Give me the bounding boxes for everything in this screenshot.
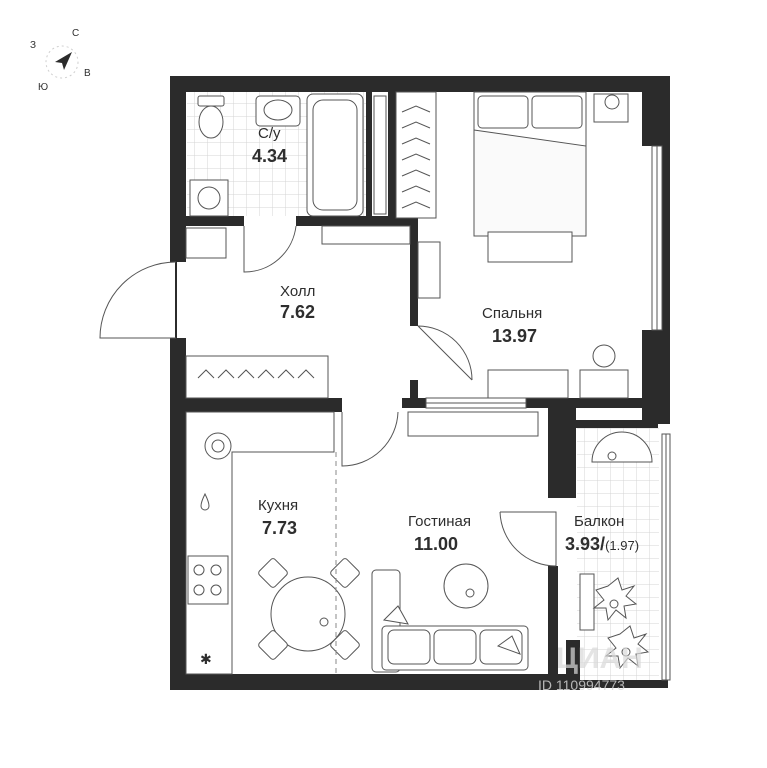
compass-east: В xyxy=(84,68,91,79)
compass-south: Ю xyxy=(38,82,48,93)
bathroom-door xyxy=(243,225,297,273)
hall-name: Холл xyxy=(280,283,315,300)
water-drop-icon xyxy=(200,492,210,511)
compass-arrow-icon xyxy=(55,52,72,70)
ventilation-icon: ✱ xyxy=(200,651,212,667)
balcony-area-separator: / xyxy=(600,534,605,554)
toilet-tank xyxy=(197,95,225,107)
bathroom-name: С/у xyxy=(258,125,281,142)
washing-machine-icon xyxy=(189,179,229,217)
compass: С В Ю З xyxy=(30,28,91,93)
compass-north: С xyxy=(72,28,79,39)
dining-chair xyxy=(258,558,288,588)
sink-icon xyxy=(263,99,293,121)
wardrobe-hangers xyxy=(401,105,431,209)
watermark-brand: ЦИАН xyxy=(556,642,643,675)
living-area: 11.00 xyxy=(414,534,458,554)
room-labels: С/у 4.34 Холл 7.62 Спальня 13.97 Кухня 7… xyxy=(252,125,639,554)
balcony-reduced-area: (1.97) xyxy=(605,538,639,553)
bathroom-shelf xyxy=(373,95,387,215)
dining-chair xyxy=(330,630,360,660)
entry-door xyxy=(99,261,177,339)
balcony-radiator xyxy=(579,573,595,631)
hall-cabinet xyxy=(185,227,227,259)
bedroom-desk xyxy=(487,369,569,399)
sofa-cushion xyxy=(496,635,521,655)
hall-shelf xyxy=(321,225,411,245)
dining-chair xyxy=(258,630,288,660)
balcony-area: 3.93 xyxy=(565,534,600,554)
bedroom-name: Спальня xyxy=(482,305,542,322)
toilet-icon xyxy=(198,105,224,139)
kitchen-area: 7.73 xyxy=(262,518,297,538)
compass-west: З xyxy=(30,40,36,51)
walls xyxy=(170,76,670,690)
windows xyxy=(425,145,671,681)
plant-icon xyxy=(592,577,638,622)
bedroom-stool-icon xyxy=(592,344,616,368)
plant-icon xyxy=(604,625,650,670)
balcony-area-line: 3.93/(1.97) xyxy=(565,534,639,554)
bedroom-furniture xyxy=(395,91,629,399)
bathroom-area: 4.34 xyxy=(252,146,287,166)
bedroom-vanity xyxy=(579,369,629,399)
living-furniture xyxy=(371,411,539,673)
kitchen-furniture xyxy=(185,411,360,675)
bedroom-door xyxy=(417,325,473,381)
hall-area: 7.62 xyxy=(280,302,315,322)
bedroom-wardrobe xyxy=(395,91,437,219)
sofa-cushion xyxy=(382,605,409,625)
bed-pillow-left xyxy=(477,95,529,129)
hall-furniture xyxy=(185,225,411,399)
balcony-table-icon xyxy=(591,431,653,463)
watermark: ЦИАН ID 110994773 xyxy=(538,642,643,693)
living-name: Гостиная xyxy=(408,513,471,530)
living-tv-stand xyxy=(407,411,539,437)
kitchen-name: Кухня xyxy=(258,497,298,514)
bed-pillow-right xyxy=(531,95,583,129)
balcony-name: Балкон xyxy=(574,513,624,530)
kitchen-counter xyxy=(185,411,335,675)
bedroom-area: 13.97 xyxy=(492,326,537,346)
compass-ring xyxy=(45,45,79,79)
dining-table-icon xyxy=(270,576,346,652)
doors xyxy=(99,225,557,567)
balcony-furniture xyxy=(579,431,653,631)
bedroom-tv-stand xyxy=(417,241,441,299)
balcony-door xyxy=(499,511,557,567)
bed-bench xyxy=(487,231,573,263)
bathroom-fixtures xyxy=(189,93,387,217)
stove-icon xyxy=(187,555,229,605)
dining-chair xyxy=(330,558,360,588)
coffee-table-icon xyxy=(443,563,489,609)
hall-wardrobe xyxy=(185,355,329,399)
watermark-id: ID 110994773 xyxy=(538,677,625,693)
living-door xyxy=(341,411,399,467)
